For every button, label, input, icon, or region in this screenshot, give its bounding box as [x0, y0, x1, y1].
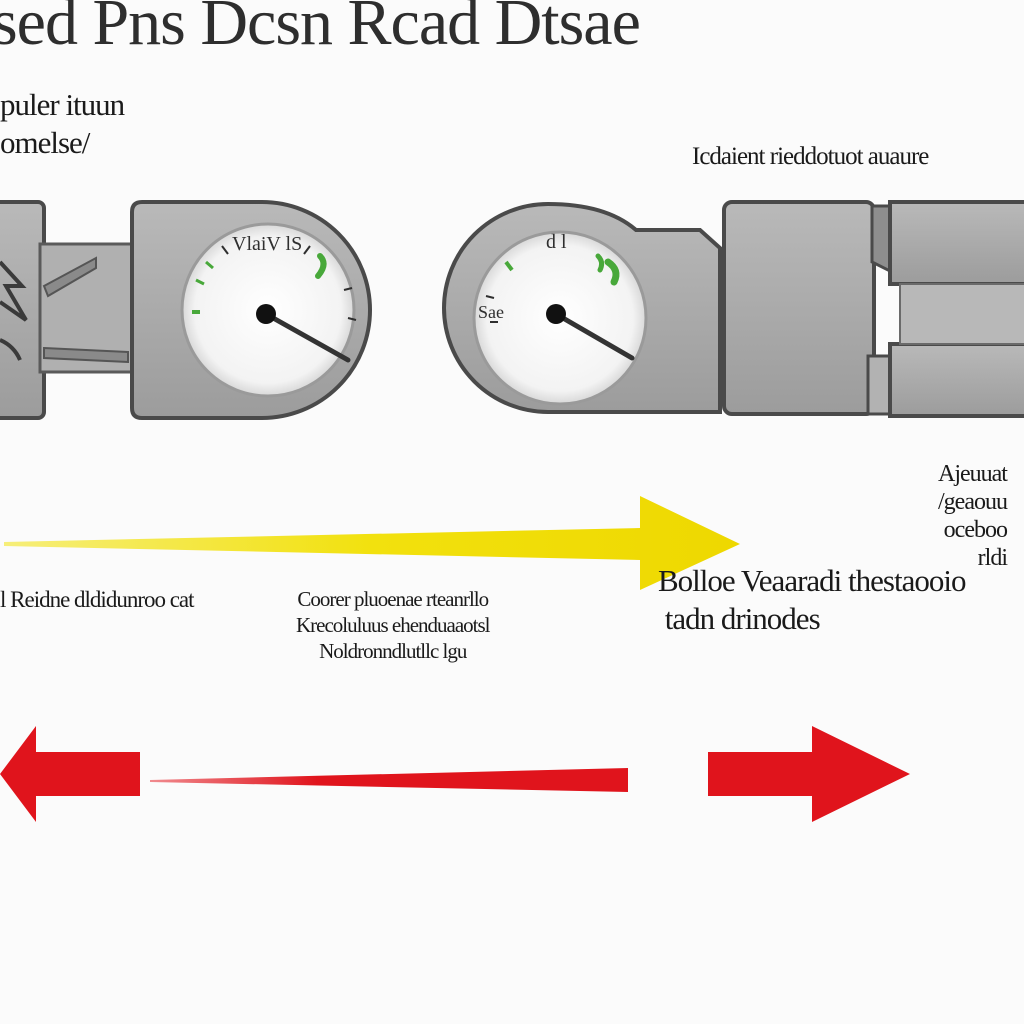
right-gauge-ticks	[485, 253, 620, 323]
label-bottom-middle: Coorer pluoenae rteanrllo Krecoluluus eh…	[296, 587, 491, 663]
red-arrow-right	[708, 726, 910, 822]
right-gauge-tick-label: d l	[546, 231, 567, 253]
right-pressure-gauge: d l Sae	[472, 230, 648, 406]
label-bottom-left: l Reidne dldidunroo cat	[0, 587, 195, 612]
right-gauge-pivot	[546, 304, 566, 324]
label-bottom-right: Bolloe Veaaradi thestaooio tadn drinodes	[658, 563, 966, 636]
left-gauge-tick-label: VlaiV lS	[232, 233, 302, 255]
label-top-right: Icdaient rieddotuot auaure	[692, 143, 929, 170]
left-pressure-gauge: VlaiV lS	[180, 222, 357, 398]
diagram-title: sed Pns Dcsn Rcad Dtsae	[0, 0, 641, 59]
red-bar-center	[150, 768, 628, 792]
left-connector-arm	[38, 242, 142, 374]
right-valve-body	[722, 200, 1024, 418]
left-gauge-pivot	[256, 304, 276, 324]
right-gauge-needle	[553, 311, 635, 361]
lever-mark-icon	[0, 260, 28, 322]
label-middle-right: Ajeuuat /geaouu oceboo rldi	[938, 461, 1008, 571]
left-housing-block	[0, 200, 46, 420]
label-top-left: puler ituun omelse/	[0, 87, 125, 160]
left-gauge-needle	[263, 311, 351, 363]
red-arrow-left	[0, 726, 140, 822]
left-gauge-ticks	[192, 245, 357, 321]
right-gauge-side-label: Sae	[478, 302, 504, 322]
yellow-flow-arrow	[4, 496, 740, 590]
